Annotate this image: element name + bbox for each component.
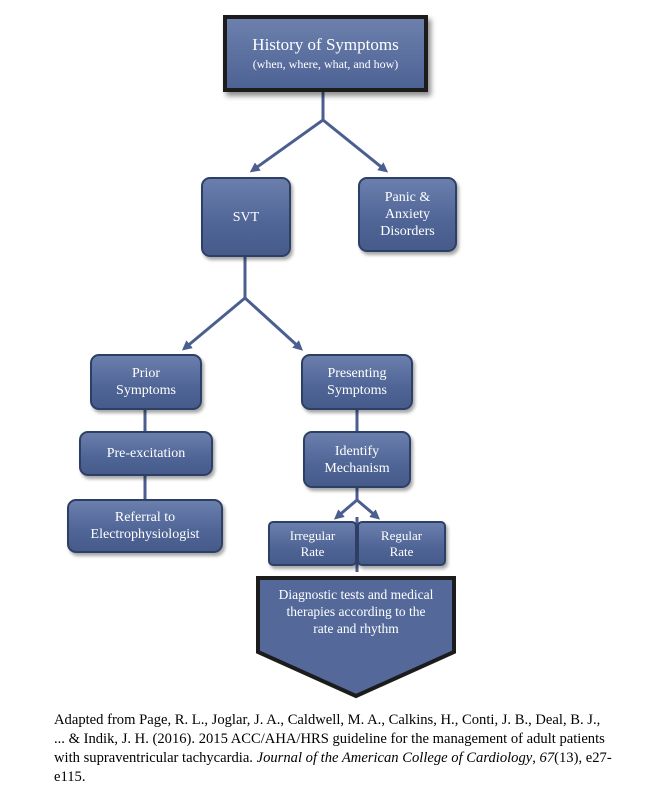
preexcitation-label: Pre-excitation bbox=[106, 446, 186, 461]
prior-line-1: Prior bbox=[132, 366, 160, 381]
regular-line-1: Regular bbox=[380, 527, 423, 543]
history-of-symptoms-box: History of Symptoms (when, where, what, … bbox=[223, 15, 428, 92]
citation-volume: 67 bbox=[539, 750, 555, 766]
panic-line-3: Disorders bbox=[380, 224, 435, 239]
presenting-line-1: Presenting bbox=[327, 366, 387, 381]
referral-line-1: Referral to bbox=[114, 510, 176, 525]
panic-anxiety-box: Panic & Anxiety Disorders bbox=[358, 177, 457, 252]
svt-box: SVT bbox=[201, 177, 291, 257]
history-subtitle: (when, where, what, and how) bbox=[252, 56, 399, 71]
arrow-to-svt bbox=[249, 118, 324, 173]
citation-sep: , bbox=[532, 750, 540, 766]
citation-journal: Journal of the American College of Cardi… bbox=[256, 750, 533, 766]
diagnostic-line-1: Diagnostic tests and medical bbox=[278, 587, 434, 602]
identify-line-2: Mechanism bbox=[324, 460, 390, 476]
panic-line-2: Anxiety bbox=[384, 207, 431, 222]
presenting-line-2: Symptoms bbox=[327, 383, 387, 398]
arrow-to-panic bbox=[322, 118, 389, 173]
svt-label: SVT bbox=[232, 209, 260, 225]
citation: Adapted from Page, R. L., Joglar, J. A.,… bbox=[54, 711, 614, 787]
arrow-to-regular bbox=[356, 498, 381, 520]
history-title: History of Symptoms bbox=[252, 34, 399, 54]
citation-text: Adapted from Page, R. L., Joglar, J. A.,… bbox=[54, 712, 605, 766]
prior-line-2: Symptoms bbox=[116, 383, 176, 398]
arrow-to-presenting bbox=[243, 296, 303, 351]
diagnostic-shape bbox=[256, 576, 456, 699]
panic-line-1: Panic & bbox=[384, 190, 431, 205]
regular-rate-box: Regular Rate bbox=[357, 521, 446, 566]
diagnostic-line-2: therapies according to the bbox=[286, 604, 426, 619]
prior-symptoms-box: Prior Symptoms bbox=[90, 354, 202, 410]
presenting-symptoms-box: Presenting Symptoms bbox=[301, 354, 413, 410]
referral-line-2: Electrophysiologist bbox=[90, 527, 200, 542]
irregular-line-2: Rate bbox=[300, 543, 325, 559]
preexcitation-box: Pre-excitation bbox=[79, 431, 213, 476]
irregular-line-1: Irregular bbox=[289, 527, 336, 543]
diagnostic-text: Diagnostic tests and medical therapies a… bbox=[262, 586, 450, 637]
diagnostic-line-3: rate and rhythm bbox=[313, 621, 399, 636]
regular-line-2: Rate bbox=[389, 543, 414, 559]
citation-pages: (13), e27-e115. bbox=[54, 750, 612, 785]
identify-mechanism-box: Identify Mechanism bbox=[303, 431, 411, 488]
identify-line-1: Identify bbox=[334, 443, 380, 459]
referral-box: Referral to Electrophysiologist bbox=[67, 499, 223, 553]
arrow-to-irregular bbox=[333, 498, 358, 520]
arrow-to-prior bbox=[181, 296, 246, 351]
irregular-rate-box: Irregular Rate bbox=[268, 521, 357, 566]
